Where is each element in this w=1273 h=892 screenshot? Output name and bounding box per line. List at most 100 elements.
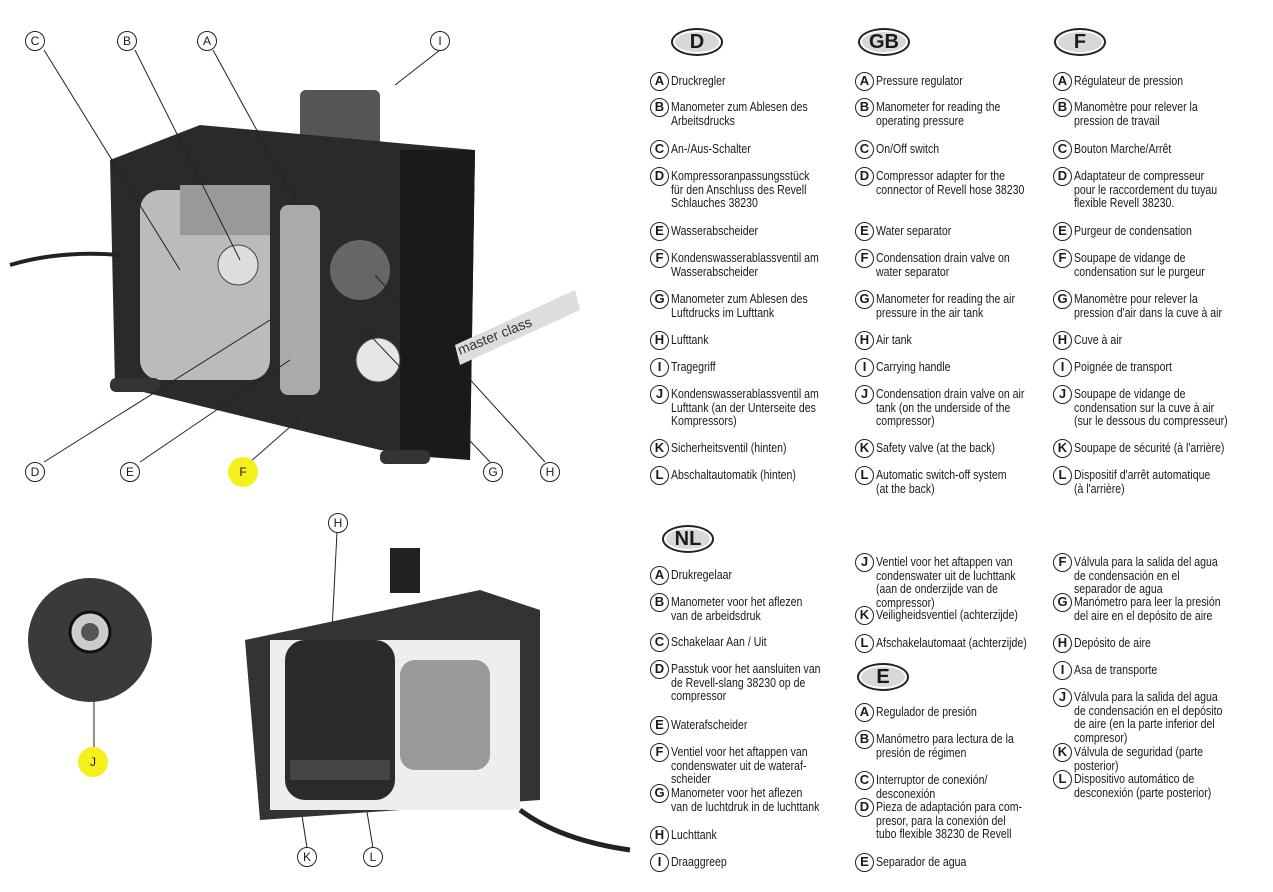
letter-marker: K bbox=[1053, 743, 1072, 762]
letter-marker: G bbox=[1053, 593, 1072, 612]
legend-item-text: Luchttank bbox=[671, 827, 717, 842]
letter-marker: G bbox=[650, 290, 669, 309]
letter-marker: F bbox=[650, 743, 669, 762]
language-badge-nl: NL bbox=[662, 525, 714, 553]
legend-item-text: Water separator bbox=[876, 223, 952, 238]
legend-item-text: Kompressoranpassungsstück für den Anschl… bbox=[671, 168, 810, 211]
callout-h: H bbox=[540, 462, 560, 482]
legend-item-text: Dispositivo automático de desconexión (p… bbox=[1074, 771, 1212, 800]
letter-marker: J bbox=[650, 385, 669, 404]
legend-item-text: Válvula para la salida del agua de conde… bbox=[1074, 689, 1223, 745]
letter-marker: A bbox=[650, 72, 669, 91]
legend-item-text: Air tank bbox=[876, 332, 912, 347]
legend-item-text: Pieza de adaptación para com- presor, pa… bbox=[876, 799, 1023, 842]
callout-i: I bbox=[430, 31, 450, 51]
legend-item-text: Tragegriff bbox=[671, 359, 716, 374]
legend-item-text: Manómetro para lectura de la presión de … bbox=[876, 731, 1014, 760]
legend-item-text: Soupape de vidange de condensation sur l… bbox=[1074, 250, 1205, 279]
letter-marker: D bbox=[650, 167, 669, 186]
letter-marker: F bbox=[650, 249, 669, 268]
letter-marker: L bbox=[650, 466, 669, 485]
legend-item-text: Draaggreep bbox=[671, 854, 727, 869]
legend-item-text: Pressure regulator bbox=[876, 73, 963, 88]
legend-item-text: Manometer zum Ablesen des Luftdrucks im … bbox=[671, 291, 808, 320]
letter-marker: L bbox=[1053, 466, 1072, 485]
legend-item-text: Compressor adapter for the connector of … bbox=[876, 168, 1025, 197]
legend-item-text: Regulador de presión bbox=[876, 704, 977, 719]
callout-k: K bbox=[297, 847, 317, 867]
legend-item-text: Separador de agua bbox=[876, 854, 967, 869]
letter-marker: A bbox=[855, 72, 874, 91]
legend-item-text: Manometer voor het aflezen van de luchtd… bbox=[671, 785, 820, 814]
legend-item-text: Manometer for reading the operating pres… bbox=[876, 99, 1001, 128]
letter-marker: F bbox=[855, 249, 874, 268]
compressor-illustrations: master class bbox=[9, 49, 631, 853]
letter-marker: B bbox=[855, 98, 874, 117]
letter-marker: E bbox=[1053, 222, 1072, 241]
letter-marker: G bbox=[1053, 290, 1072, 309]
callout-l: L bbox=[363, 847, 383, 867]
letter-marker: B bbox=[650, 593, 669, 612]
legend-item-text: Drukregelaar bbox=[671, 567, 732, 582]
legend-item-text: Wasserabscheider bbox=[671, 223, 758, 238]
letter-marker: I bbox=[650, 853, 669, 872]
legend-item-text: Manometer zum Ablesen des Arbeitsdrucks bbox=[671, 99, 808, 128]
legend-item-text: Passtuk voor het aansluiten van de Revel… bbox=[671, 661, 821, 704]
legend-item: I Tragegriff bbox=[650, 358, 890, 377]
letter-marker: I bbox=[1053, 358, 1072, 377]
letter-marker: I bbox=[855, 358, 874, 377]
legend-item-text: Manómetro para leer la presión del aire … bbox=[1074, 594, 1221, 623]
letter-marker: F bbox=[1053, 553, 1072, 572]
legend-item-text: Lufttank bbox=[671, 332, 709, 347]
letter-marker: D bbox=[1053, 167, 1072, 186]
drain-valve-inset bbox=[28, 578, 152, 702]
letter-marker: B bbox=[1053, 98, 1072, 117]
legend-item: D Compressor adapter for the connector of… bbox=[855, 167, 1095, 196]
legend-item-text: Kondenswasserablassventil am Lufttank (a… bbox=[671, 386, 819, 429]
legend-item-text: Manomètre pour relever la pression de tr… bbox=[1074, 99, 1198, 128]
legend-item-text: Dispositif d'arrêt automatique (à l'arri… bbox=[1074, 467, 1211, 496]
compressor-rear-view bbox=[245, 548, 631, 853]
letter-marker: H bbox=[855, 331, 874, 350]
legend-item-text: An-/Aus-Schalter bbox=[671, 141, 751, 156]
legend-item-text: Druckregler bbox=[671, 73, 726, 88]
letter-marker: J bbox=[855, 553, 874, 572]
legend-item-text: Soupape de vidange de condensation sur l… bbox=[1074, 386, 1228, 429]
legend-item-text: Carrying handle bbox=[876, 359, 951, 374]
legend-item: B Manometer zum Ablesen des Arbeitsdrucks bbox=[650, 98, 890, 127]
letter-marker: J bbox=[1053, 688, 1072, 707]
letter-marker: D bbox=[650, 660, 669, 679]
legend-item-text: Manomètre pour relever la pression d'air… bbox=[1074, 291, 1223, 320]
legend-item-text: Sicherheitsventil (hinten) bbox=[671, 440, 787, 455]
letter-marker: I bbox=[1053, 661, 1072, 680]
language-badge-gb: GB bbox=[858, 28, 910, 56]
legend-item-text: Régulateur de pression bbox=[1074, 73, 1184, 88]
compressor-front-view: master class bbox=[9, 90, 580, 464]
letter-marker: H bbox=[1053, 331, 1072, 350]
legend-item-text: Schakelaar Aan / Uit bbox=[671, 634, 767, 649]
letter-marker: E bbox=[650, 716, 669, 735]
